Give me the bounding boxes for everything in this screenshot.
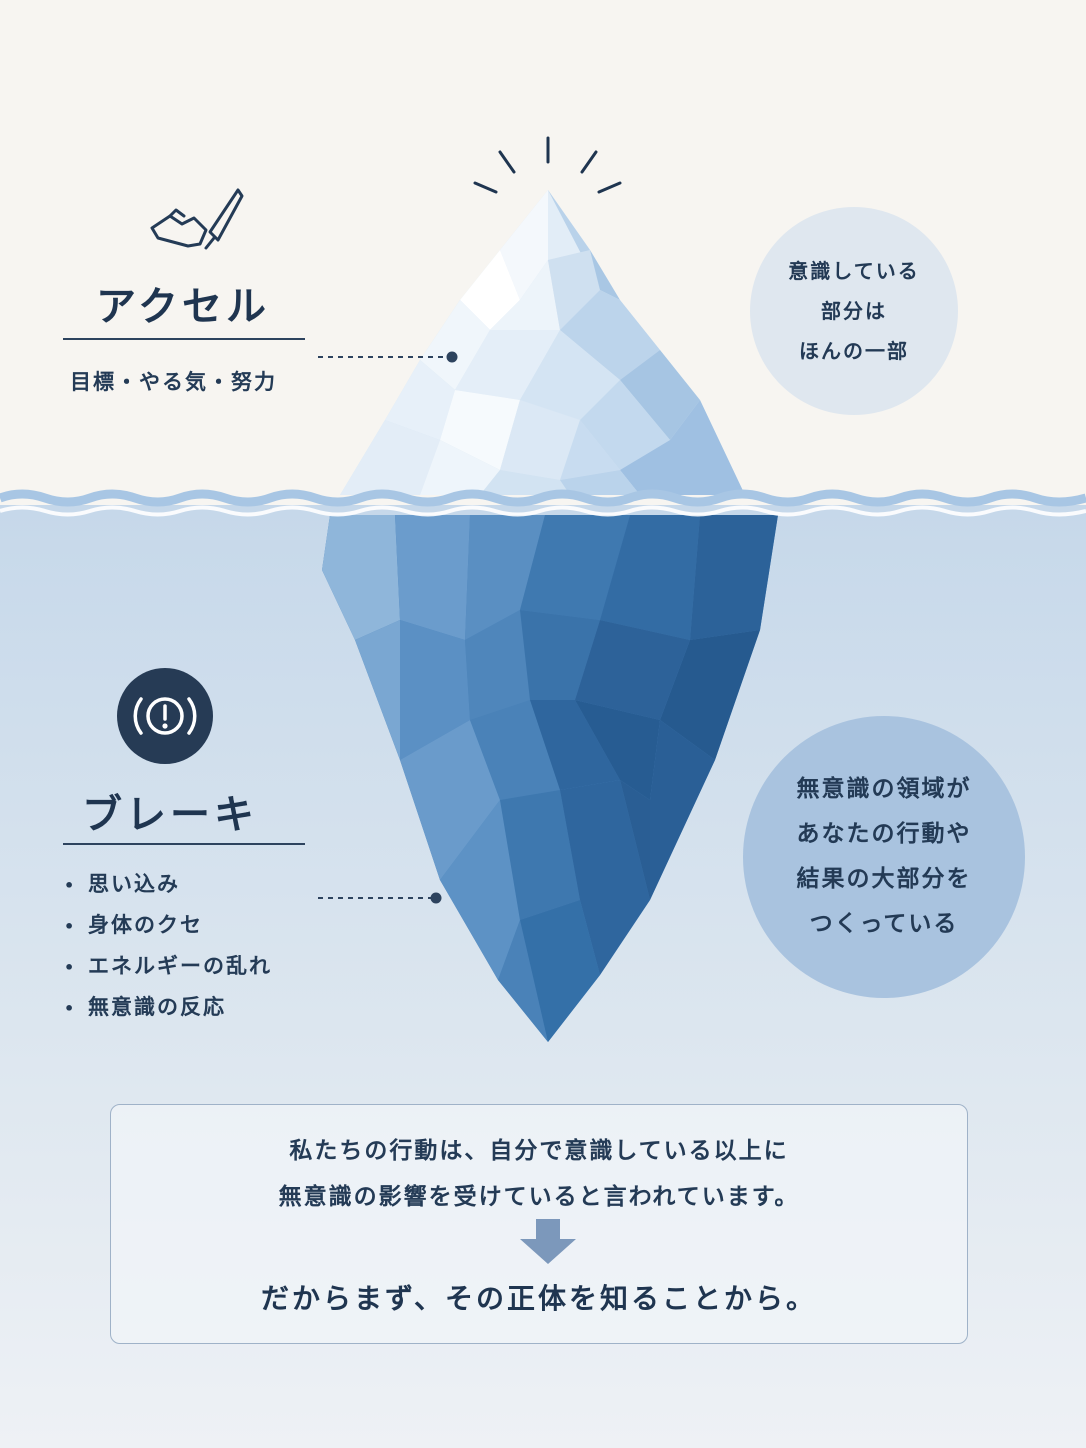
brake-leader-line [318, 892, 442, 904]
list-item: 思い込み [64, 864, 272, 905]
conscious-bubble: 意識している 部分は ほんの一部 [750, 207, 958, 415]
brake-divider [63, 843, 305, 845]
message-line-1: 私たちの行動は、自分で意識している以上に [289, 1138, 789, 1164]
message-box: 私たちの行動は、自分で意識している以上に 無意識の影響を受けていると言われていま… [110, 1104, 968, 1344]
bubble-line: 意識している [788, 259, 920, 283]
bubble-line: 結果の大部分を [796, 866, 972, 892]
gas-pedal-icon [150, 188, 244, 250]
bubble-line: あなたの行動や [796, 821, 972, 847]
brake-list: 思い込み 身体のクセ エネルギーの乱れ 無意識の反応 [64, 864, 272, 1028]
bubble-line: 無意識の領域が [796, 776, 972, 802]
list-item: 身体のクセ [64, 905, 272, 946]
accel-leader-line [318, 351, 458, 363]
bubble-line: つくっている [809, 911, 959, 937]
brake-warning-icon [117, 668, 213, 764]
down-arrow-icon [520, 1219, 576, 1264]
unconscious-bubble: 無意識の領域が あなたの行動や 結果の大部分を つくっている [743, 716, 1025, 998]
sparkle-icon [473, 136, 622, 194]
accel-title: アクセル [96, 284, 270, 330]
list-item: エネルギーの乱れ [64, 946, 272, 987]
wave-line-light [0, 505, 1086, 517]
wave-line [0, 489, 1086, 507]
bubble-line: ほんの一部 [799, 339, 909, 363]
iceberg-tip [340, 190, 745, 495]
conclusion-text: だからまず、その正体を知ることから。 [260, 1282, 818, 1315]
iceberg-submerged [322, 515, 778, 1042]
accel-subtitle: 目標・やる気・努力 [70, 370, 277, 394]
brake-title: ブレーキ [82, 792, 258, 838]
accel-divider [63, 338, 305, 340]
bubble-line: 部分は [821, 299, 887, 323]
list-item: 無意識の反応 [64, 987, 272, 1028]
message-line-2: 無意識の影響を受けていると言われています。 [278, 1184, 800, 1210]
